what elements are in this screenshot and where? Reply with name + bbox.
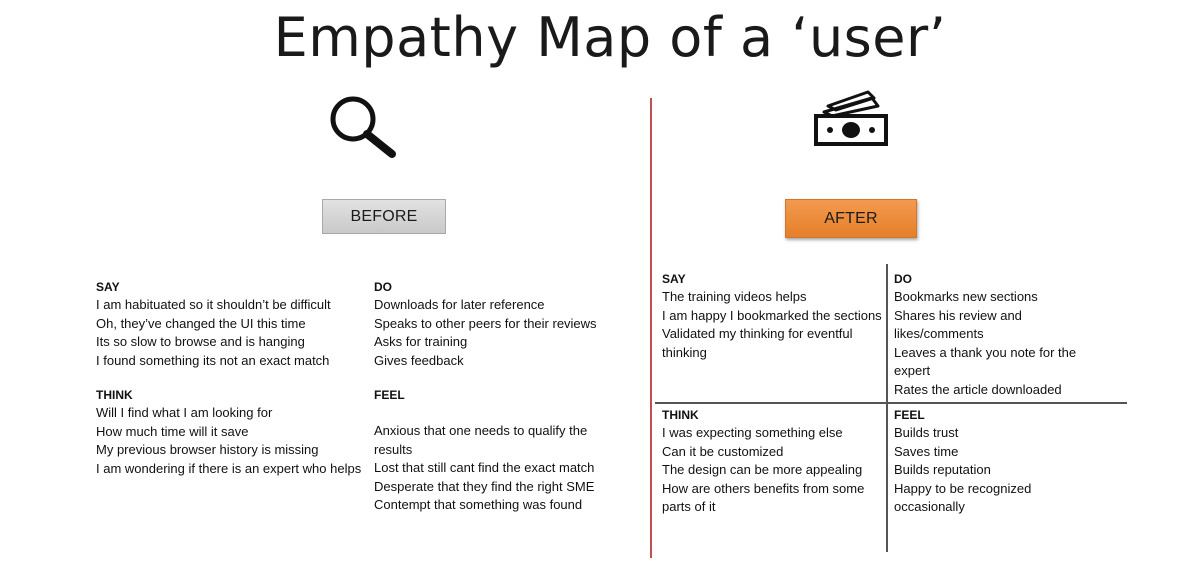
- before-do-item: Gives feedback: [374, 352, 464, 368]
- before-feel-section: FEEL Anxious that one needs to qualify t…: [374, 386, 622, 515]
- before-button[interactable]: BEFORE: [322, 199, 446, 234]
- after-grid-vertical-line: [886, 264, 888, 552]
- after-feel-heading: FEEL: [894, 408, 925, 422]
- after-think-item: Can it be customized: [662, 443, 784, 459]
- after-think-item: The design can be more appealing: [662, 462, 863, 478]
- after-say-item: The training videos helps: [662, 289, 807, 304]
- before-think-item: My previous browser history is missing: [96, 442, 319, 458]
- before-say-item: I am habituated so it shouldn’t be diffi…: [96, 297, 331, 312]
- before-say-section: SAY I am habituated so it shouldn’t be d…: [96, 278, 368, 370]
- after-button[interactable]: AFTER: [785, 199, 917, 238]
- before-do-item: Downloads for later reference: [374, 297, 545, 312]
- after-say-item: I am happy I bookmarked the sections Val…: [662, 307, 882, 360]
- magnifying-glass-icon: [326, 94, 402, 160]
- after-do-item: Bookmarks new sections: [894, 289, 1038, 304]
- after-do-item: Shares his review and likes/comments: [894, 307, 1022, 342]
- before-do-heading: DO: [374, 280, 392, 294]
- after-feel-item: Saves time: [894, 443, 959, 459]
- before-do-section: DO Downloads for later reference Speaks …: [374, 278, 624, 370]
- before-think-item: Will I find what I am looking for: [96, 405, 273, 420]
- before-feel-item: Contempt that something was found: [374, 497, 583, 513]
- before-feel-item: Lost that still cant find the exact matc…: [374, 460, 595, 476]
- after-grid-horizontal-line: [655, 402, 1127, 404]
- after-do-item: Leaves a thank you note for the expert: [894, 344, 1077, 379]
- before-after-divider: [650, 98, 652, 558]
- before-feel-item: Anxious that one needs to qualify the re…: [374, 423, 588, 457]
- after-think-heading: THINK: [662, 408, 699, 422]
- before-think-item: I am wondering if there is an expert who…: [96, 460, 362, 476]
- after-feel-section: FEEL Builds trust Saves time Builds repu…: [894, 406, 1084, 517]
- after-do-heading: DO: [894, 272, 912, 286]
- after-think-section: THINK I was expecting something else Can…: [662, 406, 882, 517]
- before-say-item: Its so slow to browse and is hanging: [96, 334, 305, 350]
- before-say-item: Oh, they’ve changed the UI this time: [96, 315, 306, 331]
- after-feel-item: Happy to be recognized occasionally: [894, 480, 1032, 515]
- before-feel-heading: FEEL: [374, 388, 405, 402]
- before-think-heading: THINK: [96, 388, 133, 402]
- after-feel-item: Builds trust: [894, 425, 959, 440]
- before-say-heading: SAY: [96, 280, 120, 294]
- before-do-item: Asks for training: [374, 334, 468, 350]
- after-say-heading: SAY: [662, 272, 686, 286]
- before-do-item: Speaks to other peers for their reviews: [374, 315, 597, 331]
- after-feel-item: Builds reputation: [894, 462, 991, 478]
- page-title: Empathy Map of a ‘user’: [273, 6, 947, 69]
- before-think-section: THINK Will I find what I am looking for …: [96, 386, 364, 478]
- money-stack-icon: [810, 88, 892, 150]
- after-do-section: DO Bookmarks new sections Shares his rev…: [894, 270, 1094, 400]
- after-do-item: Rates the article downloaded: [894, 381, 1062, 397]
- before-say-item: I found something its not an exact match: [96, 352, 330, 368]
- after-think-item: How are others benefits from some parts …: [662, 480, 865, 515]
- after-say-section: SAY The training videos helps I am happy…: [662, 270, 882, 362]
- before-feel-item: Desperate that they find the right SME: [374, 478, 595, 494]
- before-think-item: How much time will it save: [96, 423, 249, 439]
- after-think-item: I was expecting something else: [662, 425, 843, 440]
